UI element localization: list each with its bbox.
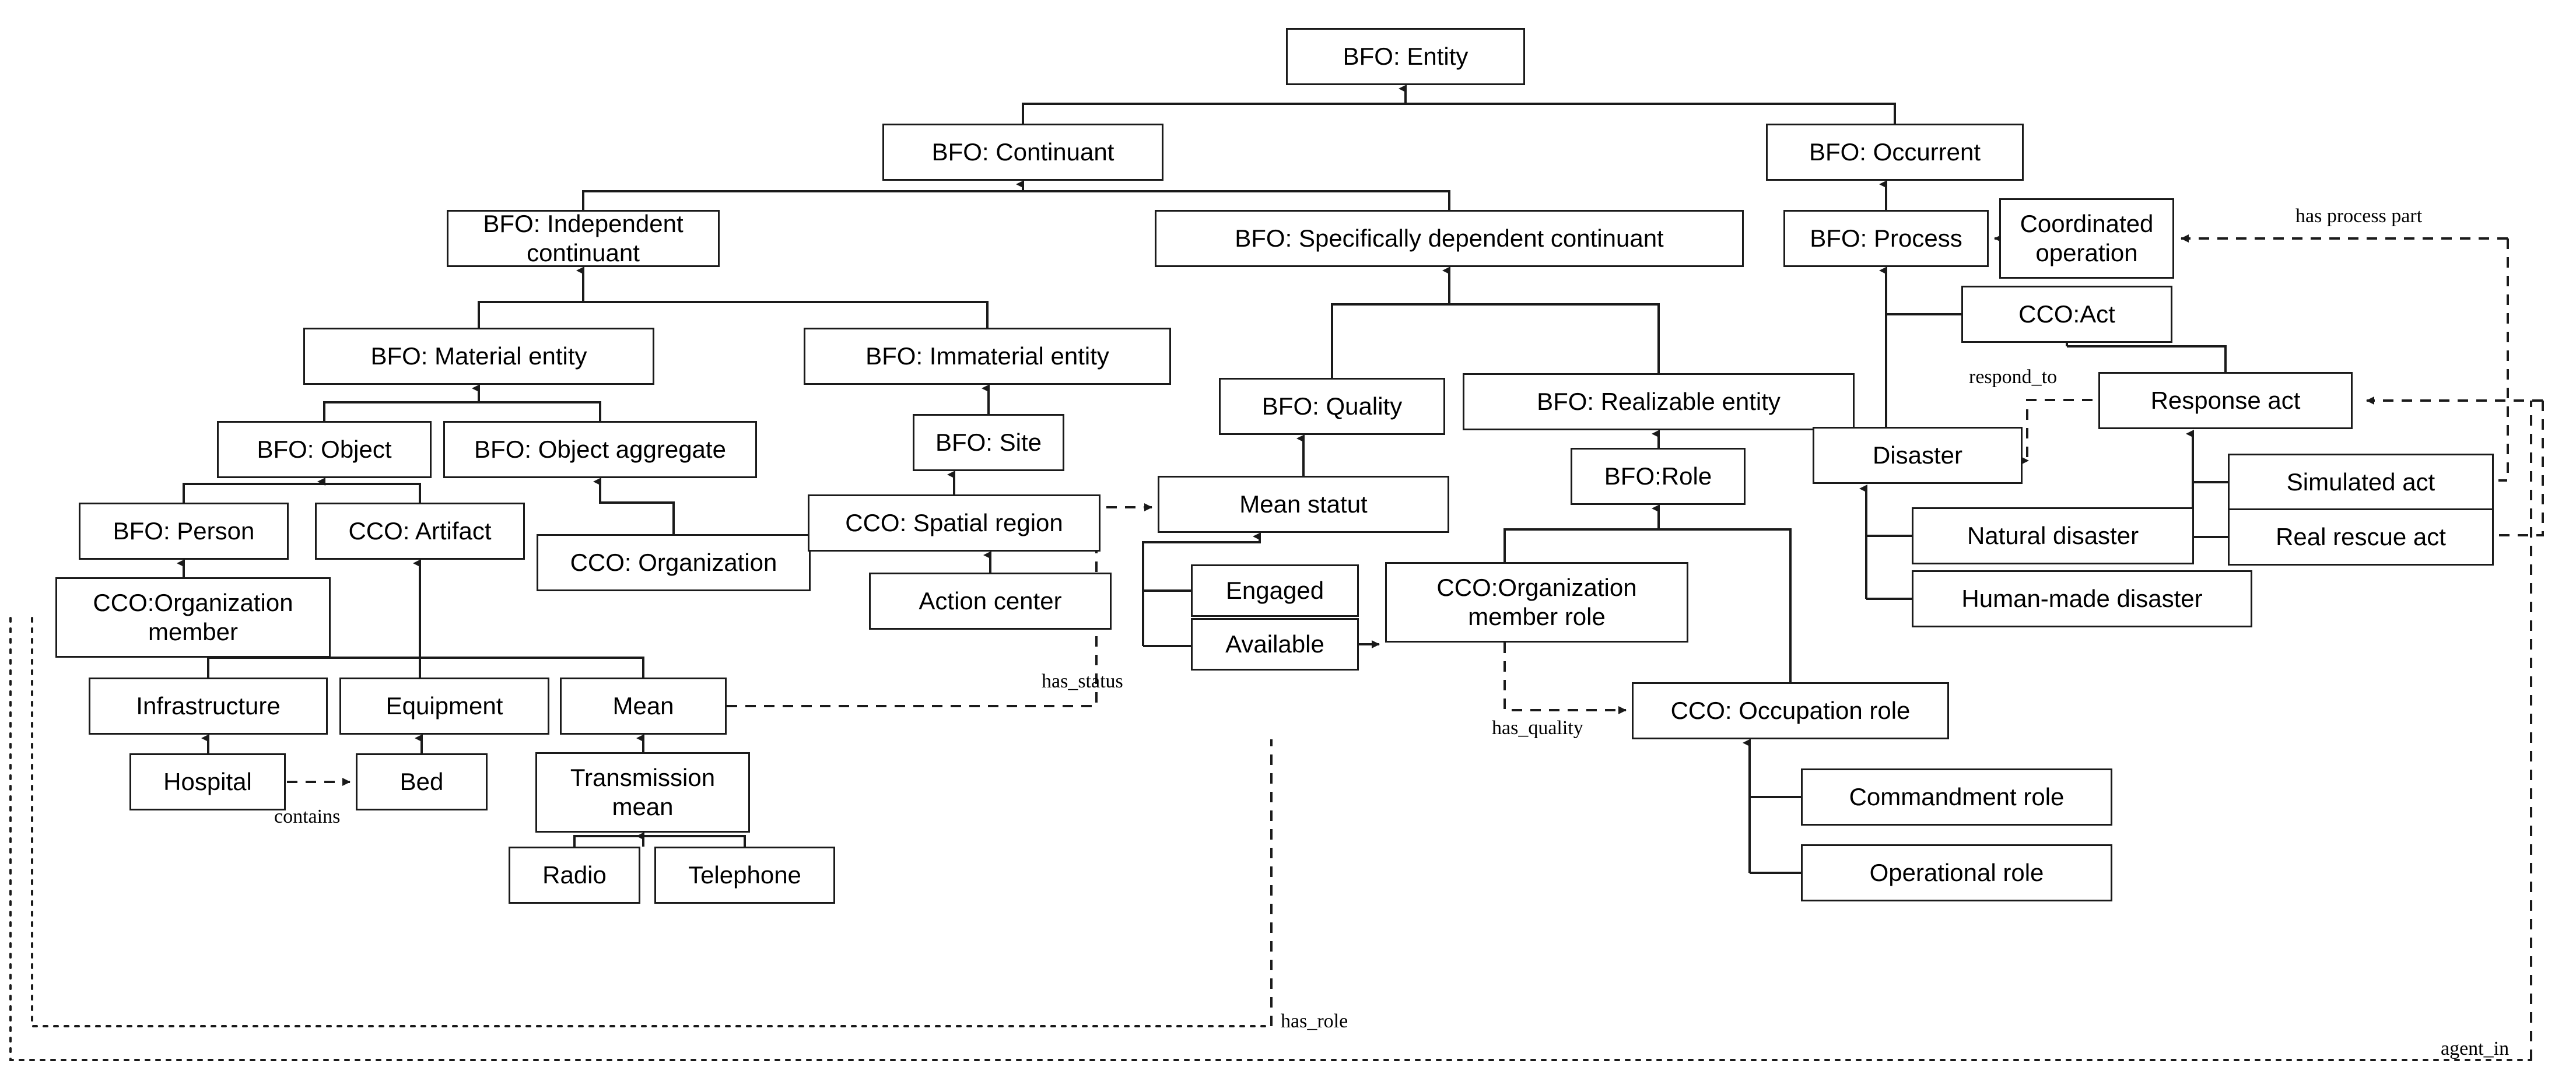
node-bfo-person[interactable]: BFO: Person <box>79 503 289 560</box>
node-engaged[interactable]: Engaged <box>1191 564 1359 617</box>
edge-label-has-quality: has_quality <box>1492 717 1583 739</box>
node-coordinated-operation[interactable]: Coordinated operation <box>1999 198 2174 279</box>
node-cco-act[interactable]: CCO:Act <box>1961 286 2172 343</box>
node-cco-artifact[interactable]: CCO: Artifact <box>315 503 525 560</box>
node-bfo-quality[interactable]: BFO: Quality <box>1219 378 1445 435</box>
edge-label-respond-to: respond_to <box>1969 366 2058 388</box>
node-action-center[interactable]: Action center <box>869 573 1112 630</box>
node-cco-organization-member[interactable]: CCO:Organization member <box>55 577 331 658</box>
node-cco-organization-member-role[interactable]: CCO:Organization member role <box>1385 562 1688 643</box>
node-bfo-role[interactable]: BFO:Role <box>1571 448 1746 505</box>
edge-label-contains: contains <box>274 806 341 827</box>
node-equipment[interactable]: Equipment <box>339 678 549 735</box>
node-mean[interactable]: Mean <box>560 678 727 735</box>
node-natural-disaster[interactable]: Natural disaster <box>1912 507 2194 564</box>
node-radio[interactable]: Radio <box>509 847 640 904</box>
edge-label-has-status: has_status <box>1042 671 1123 692</box>
node-mean-statut[interactable]: Mean statut <box>1158 476 1449 533</box>
node-bfo-immaterial-entity[interactable]: BFO: Immaterial entity <box>804 328 1171 385</box>
node-cco-occupation-role[interactable]: CCO: Occupation role <box>1632 682 1949 739</box>
node-cco-spatial-region[interactable]: CCO: Spatial region <box>808 494 1101 552</box>
edge-label-has-process-part: has process part <box>2295 205 2423 227</box>
node-infrastructure[interactable]: Infrastructure <box>89 678 328 735</box>
node-bed[interactable]: Bed <box>356 753 488 810</box>
node-bfo-independent-continuant[interactable]: BFO: Independent continuant <box>447 210 720 267</box>
edge-label-agent-in: agent_in <box>2441 1038 2510 1059</box>
node-bfo-occurrent[interactable]: BFO: Occurrent <box>1766 124 2024 181</box>
node-bfo-realizable-entity[interactable]: BFO: Realizable entity <box>1463 373 1855 430</box>
node-bfo-material-entity[interactable]: BFO: Material entity <box>303 328 654 385</box>
node-bfo-continuant[interactable]: BFO: Continuant <box>882 124 1163 181</box>
node-real-rescue-act[interactable]: Real rescue act <box>2228 508 2494 566</box>
node-hospital[interactable]: Hospital <box>129 753 286 810</box>
node-operational-role[interactable]: Operational role <box>1801 844 2112 901</box>
node-cco-organization[interactable]: CCO: Organization <box>537 534 811 591</box>
node-bfo-specifically-dependent-continuant[interactable]: BFO: Specifically dependent continuant <box>1155 210 1744 267</box>
node-disaster[interactable]: Disaster <box>1813 427 2023 484</box>
node-transmission-mean[interactable]: Transmission mean <box>535 752 750 833</box>
node-bfo-object-aggregate[interactable]: BFO: Object aggregate <box>443 421 757 478</box>
node-response-act[interactable]: Response act <box>2098 372 2353 429</box>
node-available[interactable]: Available <box>1191 618 1359 671</box>
node-bfo-site[interactable]: BFO: Site <box>913 414 1064 471</box>
node-telephone[interactable]: Telephone <box>654 847 835 904</box>
edge-label-has-role: has_role <box>1281 1010 1348 1032</box>
node-commandment-role[interactable]: Commandment role <box>1801 768 2112 826</box>
node-bfo-entity[interactable]: BFO: Entity <box>1286 28 1525 85</box>
node-simulated-act[interactable]: Simulated act <box>2228 454 2494 511</box>
node-bfo-process[interactable]: BFO: Process <box>1783 210 1989 267</box>
node-human-made-disaster[interactable]: Human-made disaster <box>1912 570 2252 627</box>
node-bfo-object[interactable]: BFO: Object <box>217 421 432 478</box>
